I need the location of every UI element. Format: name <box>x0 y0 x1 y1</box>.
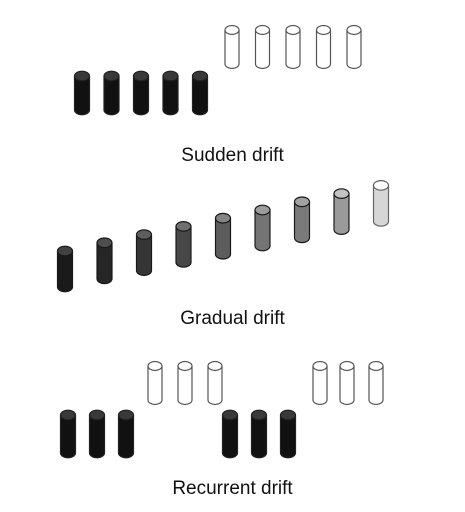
recurrent-new-cylinder <box>207 360 223 406</box>
gradual-cylinder <box>135 229 153 276</box>
recurrent-old-cylinder <box>279 409 297 459</box>
recurrent-new-cylinder <box>312 360 328 406</box>
gradual-cylinder <box>96 237 113 285</box>
recurrent-old-cylinder <box>117 409 135 459</box>
recurrent-old-cylinder <box>88 409 106 459</box>
gradual-cylinder <box>56 245 74 293</box>
recurrent-old-cylinder <box>59 409 77 459</box>
recurrent-old-cylinder <box>250 409 268 459</box>
gradual-cylinder <box>214 212 232 260</box>
gradual-cylinder <box>254 204 271 252</box>
recurrent-new-cylinder <box>339 360 355 406</box>
gradual-drift-cylinders <box>56 179 390 293</box>
recurrent-drift-caption: Recurrent drift <box>172 478 293 499</box>
gradual-cylinder <box>293 196 311 244</box>
sudden-new-cylinder <box>224 24 240 70</box>
recurrent-old-cylinder <box>221 409 239 459</box>
sudden-new-cylinder <box>315 24 332 70</box>
recurrent-new-cylinder <box>368 360 384 406</box>
gradual-cylinder <box>372 179 390 227</box>
sudden-old-cylinder <box>191 70 209 116</box>
gradual-cylinder <box>333 188 350 235</box>
sudden-drift-cylinders <box>73 24 362 116</box>
gradual-cylinder <box>175 220 192 268</box>
sudden-old-cylinder <box>132 70 150 116</box>
sudden-old-cylinder <box>73 70 91 116</box>
sudden-new-cylinder <box>346 24 362 70</box>
sudden-drift-caption: Sudden drift <box>181 145 284 166</box>
sudden-old-cylinder <box>162 70 179 116</box>
sudden-old-cylinder <box>103 70 120 116</box>
recurrent-drift-cylinders <box>59 360 384 459</box>
recurrent-new-cylinder <box>147 360 163 406</box>
recurrent-new-cylinder <box>177 360 193 406</box>
sudden-new-cylinder <box>254 24 271 70</box>
sudden-new-cylinder <box>285 24 301 70</box>
gradual-drift-caption: Gradual drift <box>180 308 285 329</box>
